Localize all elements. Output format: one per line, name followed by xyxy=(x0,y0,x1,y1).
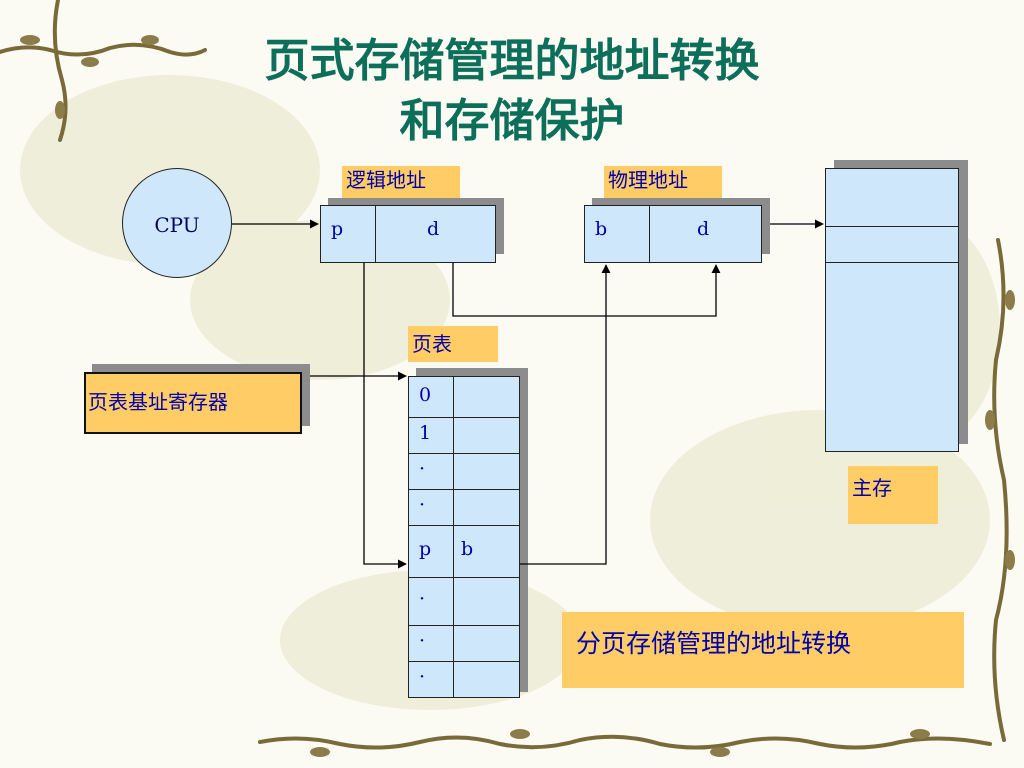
page-table-row-divider xyxy=(409,417,519,418)
memory-frame-line-bottom xyxy=(826,262,958,263)
base-register-label: 页表基址寄存器 xyxy=(88,390,228,414)
main-memory-block xyxy=(825,168,959,452)
page-table-label: 页表 xyxy=(408,326,498,362)
physical-offset-field: d xyxy=(697,218,710,240)
page-table-index-6: · xyxy=(419,630,426,652)
logical-address-divider xyxy=(375,206,376,262)
caption-box: 分页存储管理的地址转换 xyxy=(562,612,964,688)
page-table-index-1: 1 xyxy=(419,422,432,444)
page-table-index-7: · xyxy=(419,666,426,688)
physical-frame-field: b xyxy=(595,218,608,240)
page-table-index-5: · xyxy=(419,588,426,610)
page-table-row-divider xyxy=(409,661,519,662)
physical-address-label: 物理地址 xyxy=(604,166,722,200)
page-table-frame-4: b xyxy=(461,538,474,560)
page-table-row-divider xyxy=(409,525,519,526)
cpu-label: CPU xyxy=(154,213,200,237)
page-table-base-register: 页表基址寄存器 xyxy=(84,372,302,434)
cpu-circle: CPU xyxy=(122,168,232,278)
page-title-line-2: 和存储保护 xyxy=(399,94,625,147)
page-table-index-4: p xyxy=(419,538,432,560)
page-table-index-0: 0 xyxy=(419,384,432,406)
page-table-row-divider xyxy=(409,489,519,490)
logical-address-register: p d xyxy=(320,205,496,263)
page-table-index-3: · xyxy=(419,494,426,516)
logical-address-label: 逻辑地址 xyxy=(342,166,460,200)
physical-address-divider xyxy=(649,206,650,262)
page-title-line-1: 页式存储管理的地址转换 xyxy=(264,34,760,87)
page-table-row-divider xyxy=(409,625,519,626)
page-table: 0 1 · · p b · · · xyxy=(408,376,520,698)
page-table-column-divider xyxy=(453,377,454,697)
physical-address-register: b d xyxy=(584,205,762,263)
memory-frame-line-top xyxy=(826,226,958,227)
logical-page-field: p xyxy=(331,218,344,240)
caption-text: 分页存储管理的地址转换 xyxy=(576,629,852,658)
main-memory-label: 主存 xyxy=(848,466,938,524)
page-table-row-divider xyxy=(409,577,519,578)
page-table-row-divider xyxy=(409,453,519,454)
page-table-index-2: · xyxy=(419,458,426,480)
logical-offset-field: d xyxy=(427,218,440,240)
